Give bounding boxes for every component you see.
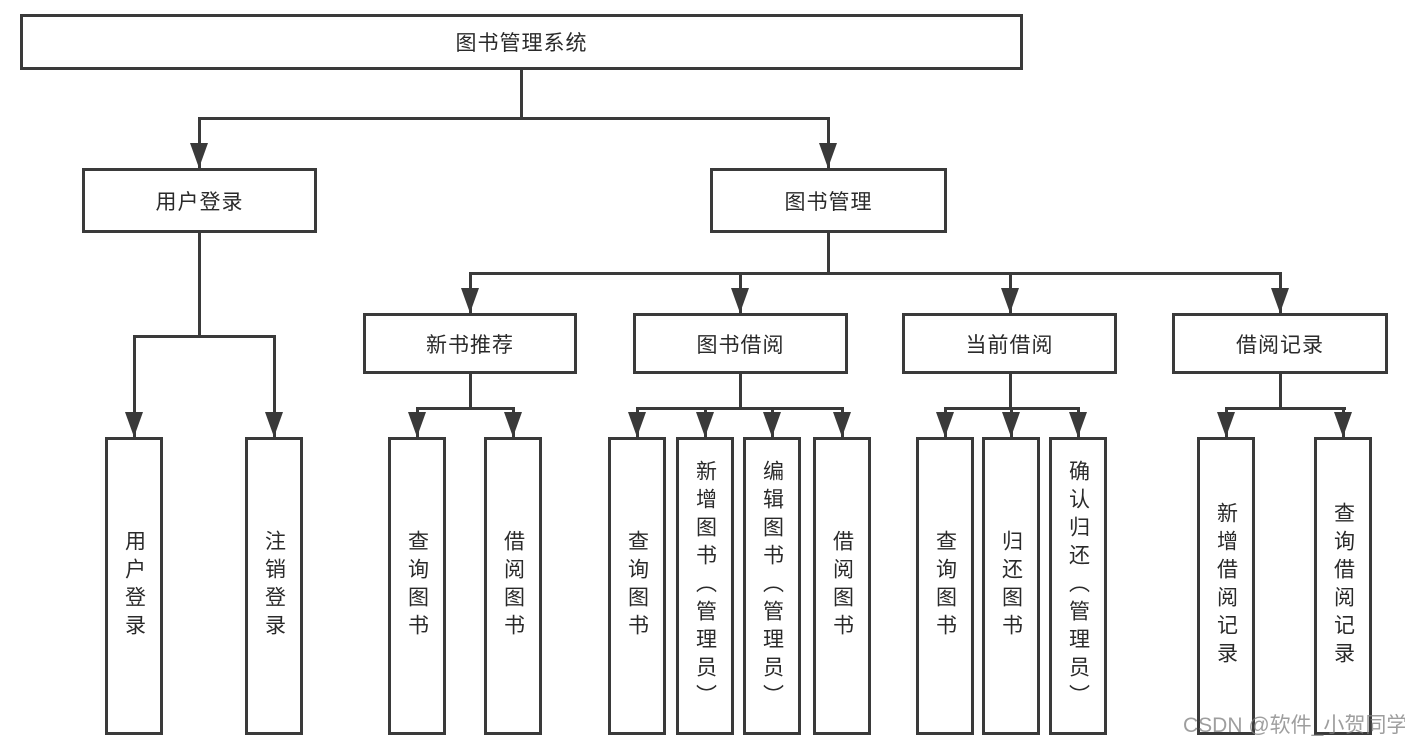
leaf-add-borrow-record-label: 新增借阅记录 <box>1214 502 1238 670</box>
arrowhead-down-icon <box>125 412 143 437</box>
arrowhead-down-icon <box>819 143 837 168</box>
arrowhead-down-icon <box>1217 412 1235 437</box>
node-new-book-recommend: 新书推荐 <box>363 313 577 374</box>
connector-line <box>519 69 523 118</box>
leaf-borrow-books-borrow-label: 借阅图书 <box>830 530 854 642</box>
node-user-login: 用户登录 <box>82 168 317 233</box>
node-book-borrow-label: 图书借阅 <box>696 333 785 357</box>
connector-line <box>468 374 472 408</box>
csdn-watermark: CSDN @软件_小贺同学 <box>1183 714 1405 737</box>
node-book-management: 图书管理 <box>710 168 947 233</box>
arrowhead-down-icon <box>833 412 851 437</box>
arrowhead-down-icon <box>936 412 954 437</box>
leaf-edit-book-admin: 编辑图书（管理员） <box>743 437 801 735</box>
leaf-query-books-current-label: 查询图书 <box>933 530 957 642</box>
leaf-add-borrow-record: 新增借阅记录 <box>1197 437 1255 735</box>
leaf-query-borrow-record: 查询借阅记录 <box>1314 437 1372 735</box>
node-current-borrow-label: 当前借阅 <box>965 333 1054 357</box>
leaf-confirm-return-admin-label: 确认归还（管理员） <box>1066 460 1090 712</box>
leaf-return-book: 归还图书 <box>982 437 1040 735</box>
leaf-query-books-recommend: 查询图书 <box>388 437 446 735</box>
leaf-add-book-admin-label: 新增图书（管理员） <box>693 460 717 712</box>
leaf-confirm-return-admin: 确认归还（管理员） <box>1049 437 1107 735</box>
leaf-add-book-admin: 新增图书（管理员） <box>676 437 734 735</box>
leaf-user-login: 用户登录 <box>105 437 163 735</box>
node-book-borrow: 图书借阅 <box>633 313 848 374</box>
arrowhead-down-icon <box>1069 412 1087 437</box>
node-new-book-recommend-label: 新书推荐 <box>426 333 514 357</box>
connector-line <box>1224 406 1346 410</box>
connector-line <box>415 406 515 410</box>
arrowhead-down-icon <box>1334 412 1352 437</box>
arrowhead-down-icon <box>461 288 479 313</box>
arrowhead-down-icon <box>1002 412 1020 437</box>
leaf-logout: 注销登录 <box>245 437 303 735</box>
node-borrow-records: 借阅记录 <box>1172 313 1388 374</box>
node-root: 图书管理系统 <box>20 14 1023 70</box>
node-root-label: 图书管理系统 <box>455 32 588 55</box>
leaf-user-login-label: 用户登录 <box>122 530 146 642</box>
connector-line <box>272 336 276 437</box>
leaf-query-borrow-record-label: 查询借阅记录 <box>1331 502 1355 670</box>
leaf-query-books-current: 查询图书 <box>916 437 974 735</box>
connector-line <box>635 406 844 410</box>
leaf-query-books-recommend-label: 查询图书 <box>405 530 429 642</box>
connector-line <box>1008 374 1012 408</box>
arrowhead-down-icon <box>265 412 283 437</box>
arrowhead-down-icon <box>1271 288 1289 313</box>
connector-line <box>132 334 276 338</box>
leaf-borrow-books-recommend: 借阅图书 <box>484 437 542 735</box>
leaf-borrow-books-borrow: 借阅图书 <box>813 437 871 735</box>
arrowhead-down-icon <box>628 412 646 437</box>
connector-line <box>468 271 1282 275</box>
leaf-query-books-borrow: 查询图书 <box>608 437 666 735</box>
connector-line <box>197 116 830 120</box>
connector-line <box>132 336 136 437</box>
connector-line <box>1278 374 1282 408</box>
arrowhead-down-icon <box>731 288 749 313</box>
leaf-query-books-borrow-label: 查询图书 <box>625 530 649 642</box>
leaf-borrow-books-recommend-label: 借阅图书 <box>501 530 525 642</box>
node-borrow-records-label: 借阅记录 <box>1236 333 1324 357</box>
node-current-borrow: 当前借阅 <box>902 313 1117 374</box>
connector-line <box>197 233 201 336</box>
arrowhead-down-icon <box>408 412 426 437</box>
node-book-management-label: 图书管理 <box>784 190 873 214</box>
arrowhead-down-icon <box>763 412 781 437</box>
arrowhead-down-icon <box>696 412 714 437</box>
connector-line <box>738 374 742 408</box>
connector-line <box>826 233 830 273</box>
arrowhead-down-icon <box>190 143 208 168</box>
arrowhead-down-icon <box>1001 288 1019 313</box>
leaf-logout-label: 注销登录 <box>262 530 286 642</box>
node-user-login-label: 用户登录 <box>155 190 244 214</box>
leaf-edit-book-admin-label: 编辑图书（管理员） <box>760 460 784 712</box>
leaf-return-book-label: 归还图书 <box>999 530 1023 642</box>
arrowhead-down-icon <box>504 412 522 437</box>
